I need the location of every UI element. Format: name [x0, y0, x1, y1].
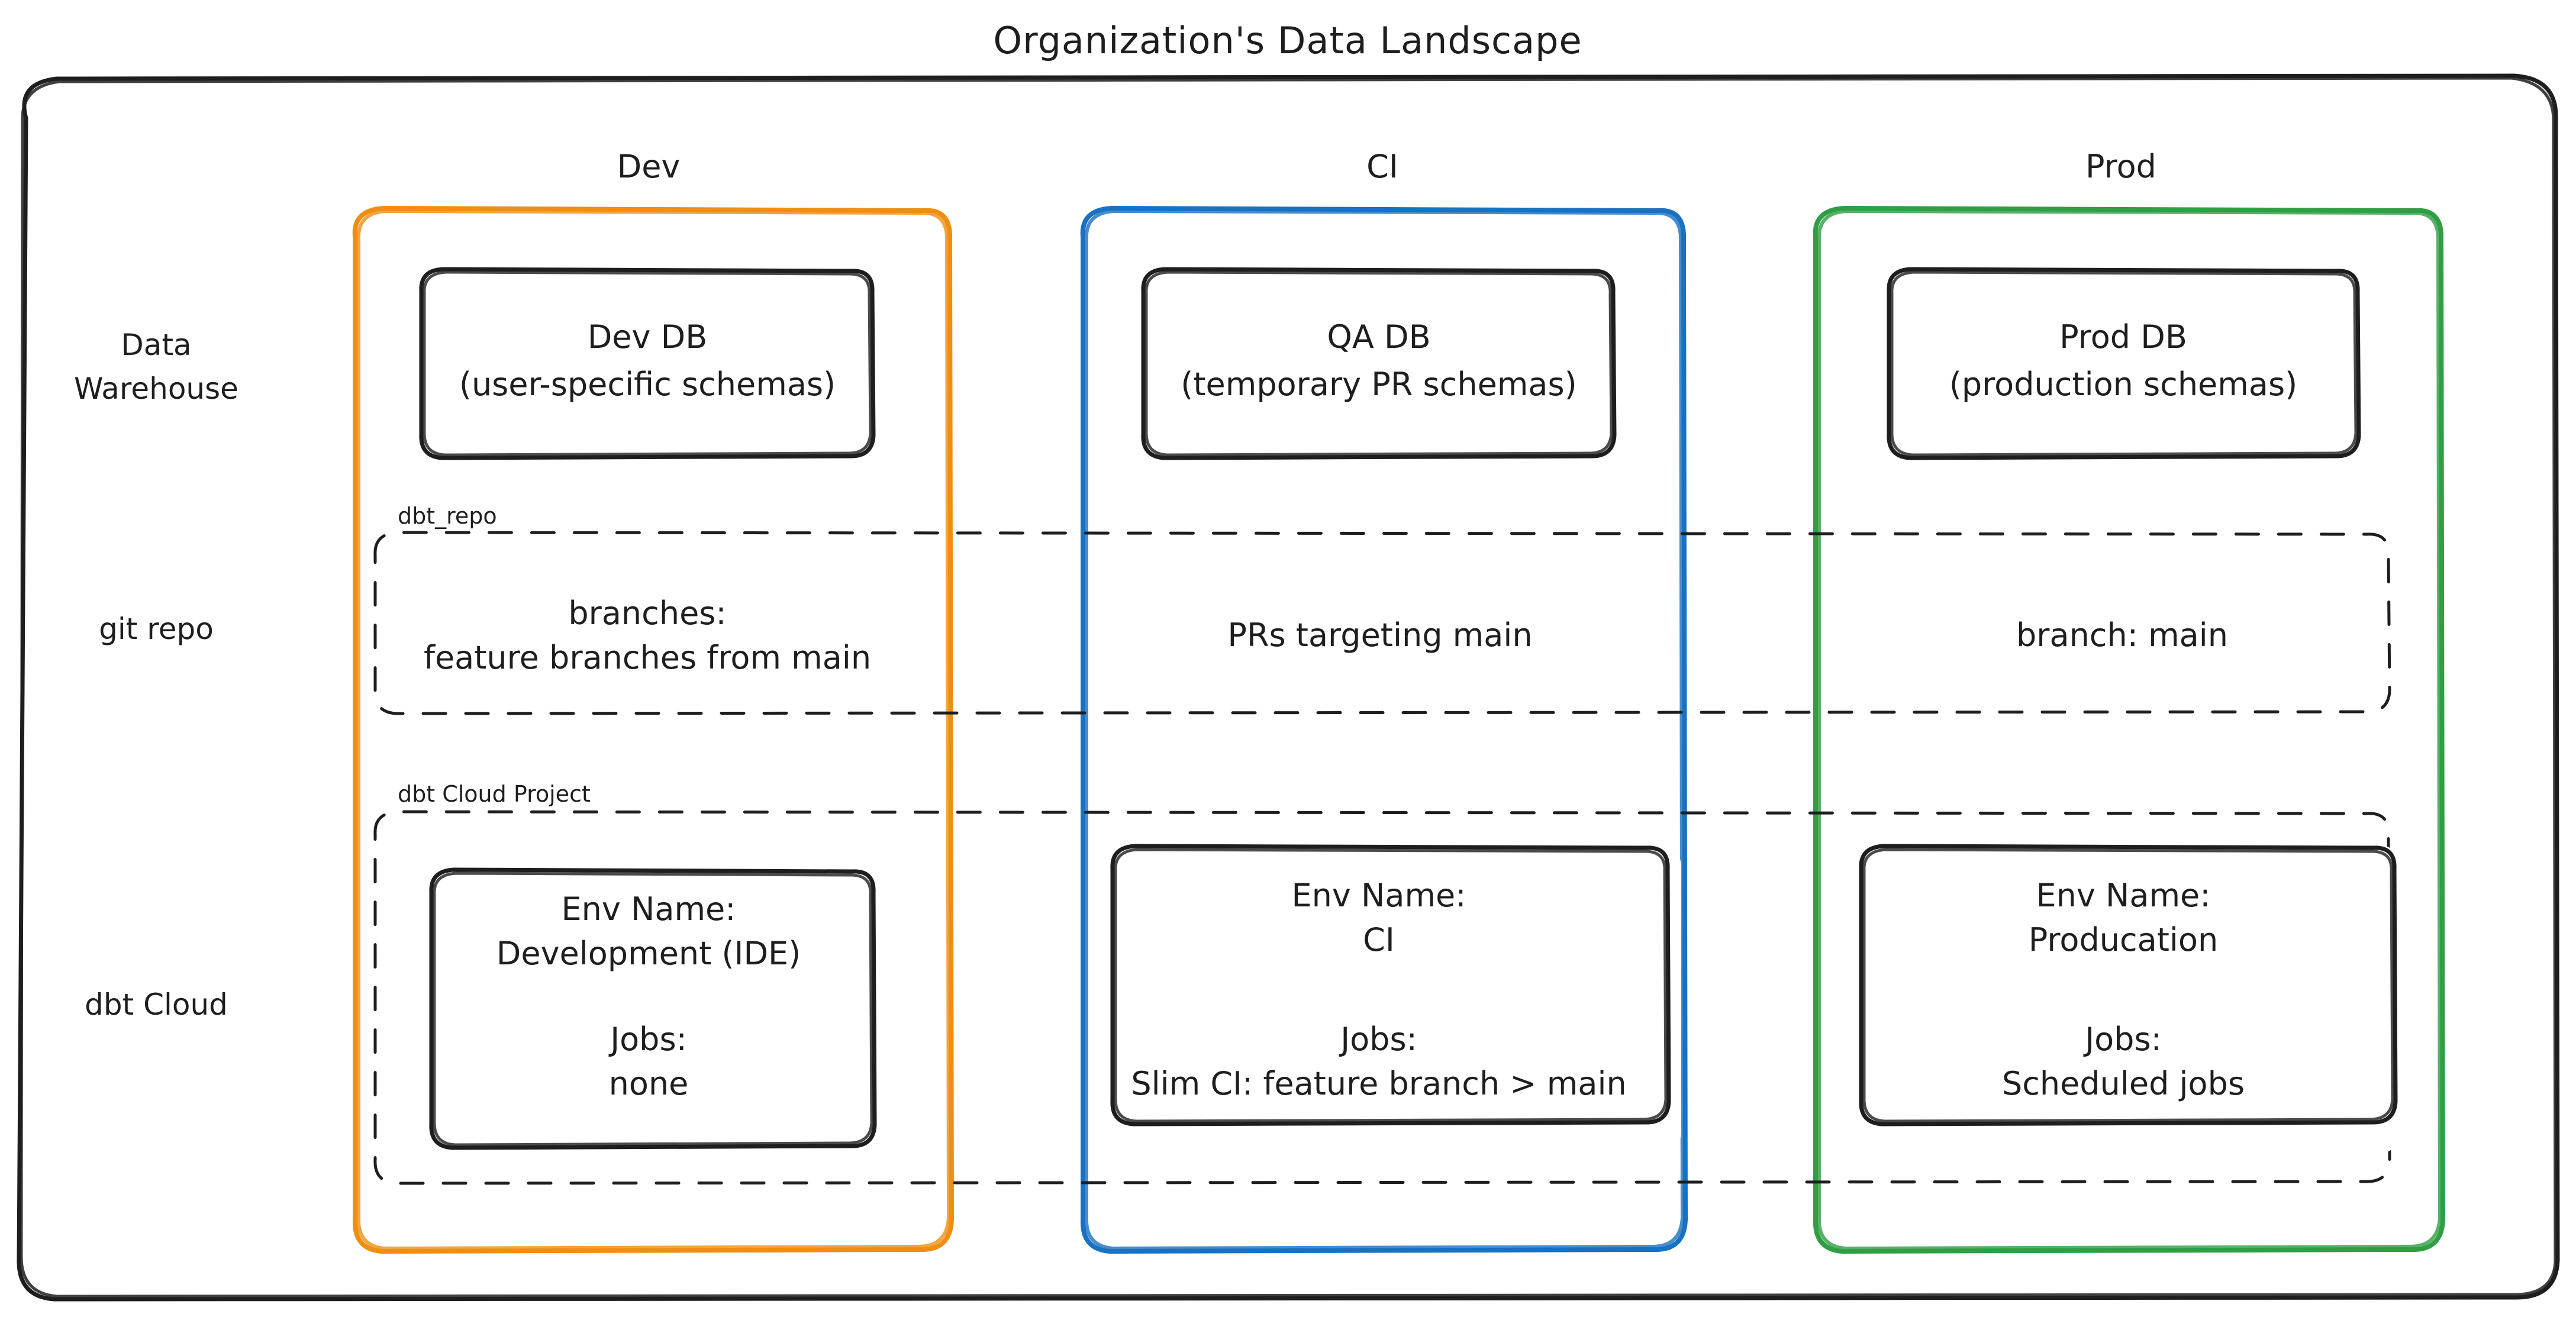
- row-label-line1: Data: [121, 328, 191, 362]
- jobs-label: Jobs:: [1339, 1021, 1417, 1058]
- outer-frame: [17, 73, 2560, 1302]
- card-line1: Dev DB: [588, 318, 708, 356]
- column-container-ci: [1080, 206, 1688, 1254]
- env-name-label: Env Name:: [2036, 877, 2211, 914]
- card-prod-db[interactable]: Prod DB (production schemas): [1878, 267, 2371, 476]
- group-label-dbt-repo: dbt_repo: [398, 503, 497, 529]
- column-header-ci: CI: [1366, 148, 1398, 185]
- env-name-label: Env Name:: [562, 890, 736, 928]
- card-line1: Prod DB: [2059, 318, 2187, 356]
- jobs-value: none: [609, 1065, 689, 1102]
- jobs-label: Jobs:: [2083, 1021, 2162, 1058]
- card-qa-db[interactable]: QA DB (temporary PR schemas): [1133, 267, 1631, 476]
- env-name-label: Env Name:: [1292, 877, 1466, 914]
- card-line1: QA DB: [1327, 318, 1430, 356]
- card-dev-env[interactable]: Env Name: Development (IDE) Jobs: none: [414, 867, 882, 1168]
- row-label-line2: Warehouse: [74, 372, 238, 406]
- card-line2: (production schemas): [1949, 366, 2297, 403]
- git-repo-ci-line1: PRs targeting main: [1227, 616, 1532, 654]
- env-name-value: Producation: [2029, 921, 2218, 958]
- jobs-label: Jobs:: [608, 1021, 687, 1058]
- jobs-value: Scheduled jobs: [2002, 1065, 2245, 1102]
- row-label-dbt-cloud: dbt Cloud: [85, 987, 228, 1022]
- git-repo-prod-line1: branch: main: [2016, 616, 2228, 654]
- card-line2: (temporary PR schemas): [1181, 366, 1576, 403]
- row-label-data-warehouse: Data Warehouse: [74, 328, 238, 406]
- env-name-value: Development (IDE): [496, 935, 801, 972]
- card-dev-db[interactable]: Dev DB (user-specific schemas): [402, 267, 894, 476]
- jobs-value: Slim CI: feature branch > main: [1131, 1065, 1626, 1102]
- column-header-dev: Dev: [617, 148, 681, 185]
- column-container-prod: [1813, 206, 2445, 1254]
- git-repo-dev-line2: feature branches from main: [424, 639, 871, 676]
- row-label-line1: dbt Cloud: [85, 987, 228, 1022]
- row-label-line1: git repo: [99, 612, 214, 646]
- env-name-value: CI: [1363, 921, 1395, 958]
- card-ci-env[interactable]: Env Name: CI Jobs: Slim CI: feature bran…: [1100, 844, 1681, 1154]
- git-repo-dev-line1: branches:: [568, 595, 726, 632]
- card-line2: (user-specific schemas): [459, 366, 836, 403]
- card-prod-env[interactable]: Env Name: Producation Jobs: Scheduled jo…: [1849, 844, 2400, 1154]
- group-label-dbt-cloud-project: dbt Cloud Project: [398, 781, 591, 807]
- column-header-prod: Prod: [2085, 148, 2156, 185]
- group-dbt-cloud-project: dbt Cloud Project: [373, 781, 2391, 1185]
- row-label-git-repo: git repo: [99, 612, 214, 646]
- diagram-title: Organization's Data Landscape: [993, 19, 1582, 62]
- column-container-dev: [352, 206, 954, 1254]
- group-dbt-repo: dbt_repo branches: feature branches from…: [373, 503, 2391, 715]
